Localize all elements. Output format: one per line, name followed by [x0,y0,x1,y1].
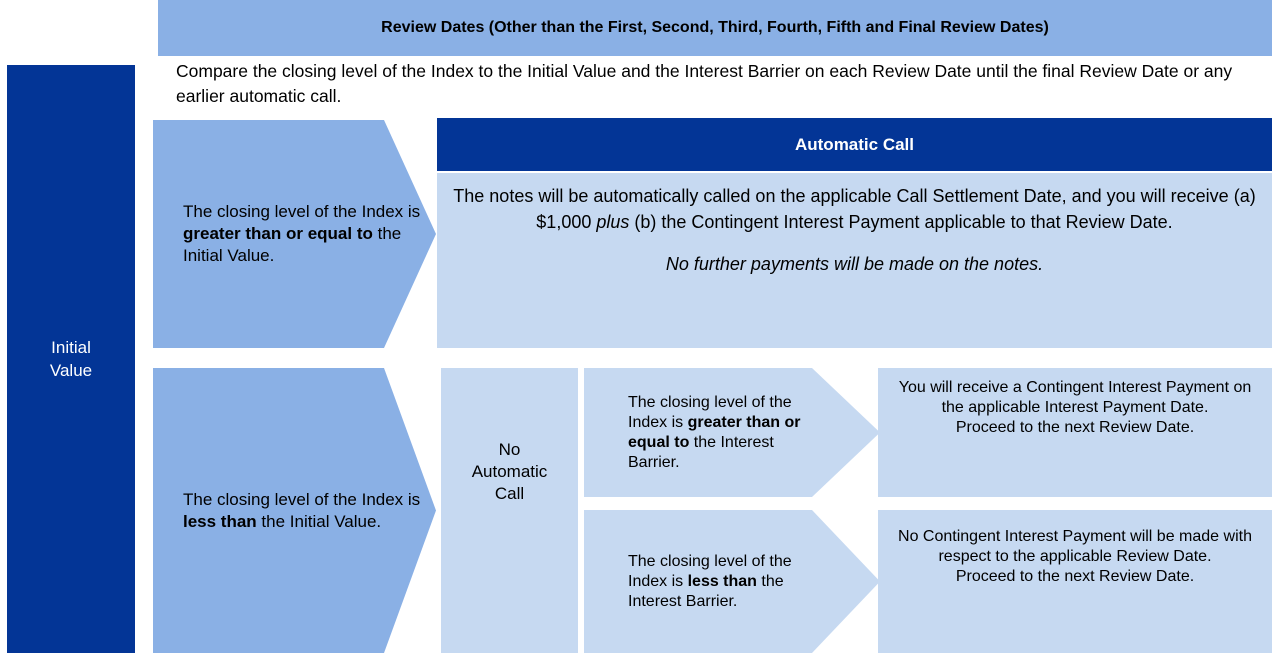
branch-ge-initial-text-1: The closing level of the Index is [183,202,421,221]
branch-lt-initial-text-2: the Initial Value. [256,511,382,531]
branch-lt-barrier-bold: less than [687,572,757,590]
initial-value-label: Initial Value [49,338,93,380]
no-automatic-call-box: No Automatic Call [441,368,578,653]
outcome-no-payment-line-2: Proceed to the next Review Date. [955,568,1195,585]
automatic-call-body-text-2: (b) the Contingent Interest Payment appl… [629,212,1173,232]
branch-ge-interest-barrier: The closing level of the Index is greate… [584,368,880,497]
outcome-contingent-interest-payment: You will receive a Contingent Interest P… [878,368,1272,497]
branch-lt-interest-barrier: The closing level of the Index is less t… [584,510,880,653]
branch-ge-barrier-text-2: the Interest Barrier. [628,433,774,471]
branch-ge-initial-text-2: the Initial Value. [183,224,402,265]
outcome-payment-line-2: Proceed to the next Review Date. [955,419,1195,436]
outcome-no-contingent-interest-payment: No Contingent Interest Payment will be m… [878,510,1272,653]
branch-ge-initial-value-text: The closing level of the Index is greate… [153,201,436,267]
initial-value-rail: Initial Value [7,65,135,653]
branch-lt-initial-value: The closing level of the Index is less t… [153,368,436,653]
automatic-call-body-text-1: The notes will be automatically called o… [453,186,1256,232]
branch-ge-initial-value: The closing level of the Index is greate… [153,120,436,348]
automatic-call-header: Automatic Call [437,118,1272,171]
outcome-no-payment-line-1: No Contingent Interest Payment will be m… [898,528,1252,565]
automatic-call-body-spacer [449,235,1260,251]
branch-ge-barrier-text-1: The closing level of the Index is [628,393,792,431]
review-dates-header-title: Review Dates (Other than the First, Seco… [381,19,1049,36]
branch-lt-barrier-text-1: The closing level of the Index is [628,552,792,590]
automatic-call-body: The notes will be automatically called o… [437,173,1272,348]
branch-lt-initial-text-1: The closing level of the Index is [183,489,421,509]
branch-ge-interest-barrier-text: The closing level of the Index is greate… [584,393,880,473]
review-dates-header: Review Dates (Other than the First, Seco… [158,0,1272,56]
automatic-call-body-italic: plus [596,212,630,232]
no-automatic-call-label: No Automatic Call [471,439,548,503]
branch-ge-initial-bold: greater than or equal to [183,224,373,243]
automatic-call-footnote-italic: No further payments will be made on the … [665,254,1044,274]
branch-lt-initial-bold: less than [183,511,257,531]
branch-lt-barrier-text-2: the Interest Barrier. [628,572,784,610]
branch-ge-barrier-bold: greater than or equal to [628,413,801,451]
outcome-payment-line-1: You will receive a Contingent Interest P… [898,379,1252,416]
review-dates-note: Compare the closing level of the Index t… [176,61,1233,106]
automatic-call-body-paragraph: The notes will be automatically called o… [449,183,1260,235]
branch-lt-interest-barrier-text: The closing level of the Index is less t… [584,552,880,612]
branch-lt-initial-value-text: The closing level of the Index is less t… [153,489,436,533]
automatic-call-title: Automatic Call [794,134,915,154]
automatic-call-footnote: No further payments will be made on the … [449,251,1260,277]
